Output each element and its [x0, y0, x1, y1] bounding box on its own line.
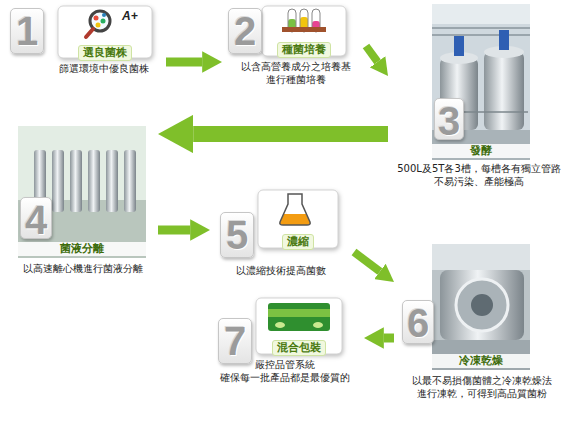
magnifier-handle: [86, 29, 93, 37]
stirrer-motor: [499, 30, 509, 50]
flow-arrow: [354, 252, 380, 271]
text-slot: 選良菌株: [58, 41, 152, 61]
step-caption: 以濃縮技術提高菌數: [214, 264, 348, 277]
microbe-dot: [101, 19, 106, 24]
process-step: 7 混合包裝嚴控品管系統 確保每一批產品都是最優質的: [212, 298, 360, 390]
text-slot: 5: [220, 212, 254, 258]
floor: [432, 340, 530, 370]
beaker-liquid: [280, 214, 310, 225]
centrifuge: [106, 150, 118, 212]
text-slot: 以高速離心機進行菌液分離: [14, 262, 152, 275]
stirrer-motor: [454, 36, 464, 56]
box-band: [268, 309, 330, 317]
step-number: 6: [402, 300, 434, 344]
text-slot: 濃縮: [258, 230, 338, 250]
process-step: 2 種菌培養以含高營養成分之培養基 進行種菌培養: [226, 6, 362, 96]
centrifuge: [52, 150, 64, 212]
text-slot: 嚴控品管系統 確保每一批產品都是最優質的: [212, 358, 358, 384]
door-window: [471, 294, 493, 316]
grade-label: A+: [122, 9, 138, 23]
step-title: 冷凍乾燥: [432, 354, 530, 368]
product-box: [268, 303, 330, 331]
step-title: 種菌培養: [277, 42, 331, 58]
step-caption: 嚴控品管系統 確保每一批產品都是最優質的: [212, 358, 358, 384]
step-caption: 以含高營養成分之培養基 進行種菌培養: [232, 60, 360, 86]
process-step: 5 濃縮以濃縮技術提高菌數: [214, 190, 350, 284]
text-slot: 混合包裝: [256, 336, 342, 356]
centrifuge: [124, 150, 136, 212]
process-step: 3 發酵 500L及5T各3槽，每槽各有獨立管路 不易污染、產能極高: [392, 4, 568, 192]
text-slot: 6: [402, 300, 434, 344]
pipe: [432, 27, 530, 29]
step-caption: 以最不易損傷菌體之冷凍乾燥法 進行凍乾，可得到高品質菌粉: [398, 374, 566, 400]
label-slot: A+: [122, 9, 138, 23]
flow-arrow: [166, 58, 202, 67]
text-slot: 2: [228, 8, 262, 54]
step-title: 發酵: [432, 144, 530, 158]
pipe: [432, 34, 530, 36]
step-caption: 500L及5T各3槽，每槽各有獨立管路 不易污染、產能極高: [392, 162, 566, 188]
fermenter-tank: [484, 52, 524, 130]
step-number: 5: [220, 212, 254, 258]
step-title: 選良菌株: [78, 45, 132, 61]
flow-arrow: [158, 226, 190, 235]
process-step: 4 菌液分離以高速離心機進行菌液分離: [14, 126, 154, 280]
text-slot: 以濃縮技術提高菌數: [214, 264, 348, 277]
fermenter-photo: [432, 4, 530, 160]
text-slot: 種菌培養: [262, 38, 346, 58]
process-step: 1 選良菌株篩選環境中優良菌株: [8, 6, 162, 86]
microbe-dot: [94, 16, 99, 21]
text-slot: 冷凍乾燥: [432, 354, 530, 368]
chamber-door: [456, 279, 508, 331]
capsule: [313, 322, 323, 328]
text-slot: 4: [20, 197, 52, 239]
text-slot: 1: [10, 8, 44, 54]
step-number: 4: [20, 197, 52, 239]
microbe-dot: [96, 23, 101, 28]
dryer-chamber: [440, 270, 524, 340]
flow-arrow: [384, 334, 394, 343]
step-number: 7: [218, 318, 252, 364]
centrifuge: [88, 150, 100, 212]
text-slot: 菌液分離: [18, 242, 146, 256]
step-title: 菌液分離: [18, 242, 146, 256]
text-slot: 500L及5T各3槽，每槽各有獨立管路 不易污染、產能極高: [392, 162, 566, 188]
freeze-dryer-photo: [432, 244, 530, 370]
process-step: 6 冷凍乾燥以最不易損傷菌體之冷凍乾燥法 進行凍乾，可得到高品質菌粉: [398, 244, 568, 402]
ceiling: [432, 4, 530, 24]
text-slot: 篩選環境中優良菌株: [48, 62, 160, 75]
capsule: [275, 322, 285, 328]
text-slot: 以最不易損傷菌體之冷凍乾燥法 進行凍乾，可得到高品質菌粉: [398, 374, 566, 400]
beaker: [280, 194, 310, 225]
step-title: 濃縮: [282, 234, 314, 250]
text-slot: 3: [434, 98, 464, 140]
centrifuge: [70, 150, 82, 212]
step-number: 3: [434, 98, 464, 140]
text-slot: 7: [218, 318, 252, 364]
centrifuge-photo: [18, 126, 146, 258]
step-number: 2: [228, 8, 262, 54]
step-caption: 以高速離心機進行菌液分離: [14, 262, 152, 275]
text-slot: 以含高營養成分之培養基 進行種菌培養: [232, 60, 360, 86]
microbe-dot: [102, 13, 106, 17]
tube-rack: [282, 27, 326, 32]
flow-arrow: [193, 126, 388, 142]
flow-arrow: [366, 46, 378, 62]
text-slot: 發酵: [432, 144, 530, 158]
step-number: 1: [10, 8, 44, 54]
step-caption: 篩選環境中優良菌株: [48, 62, 160, 75]
wall: [432, 244, 530, 270]
step-title: 混合包裝: [272, 340, 326, 356]
